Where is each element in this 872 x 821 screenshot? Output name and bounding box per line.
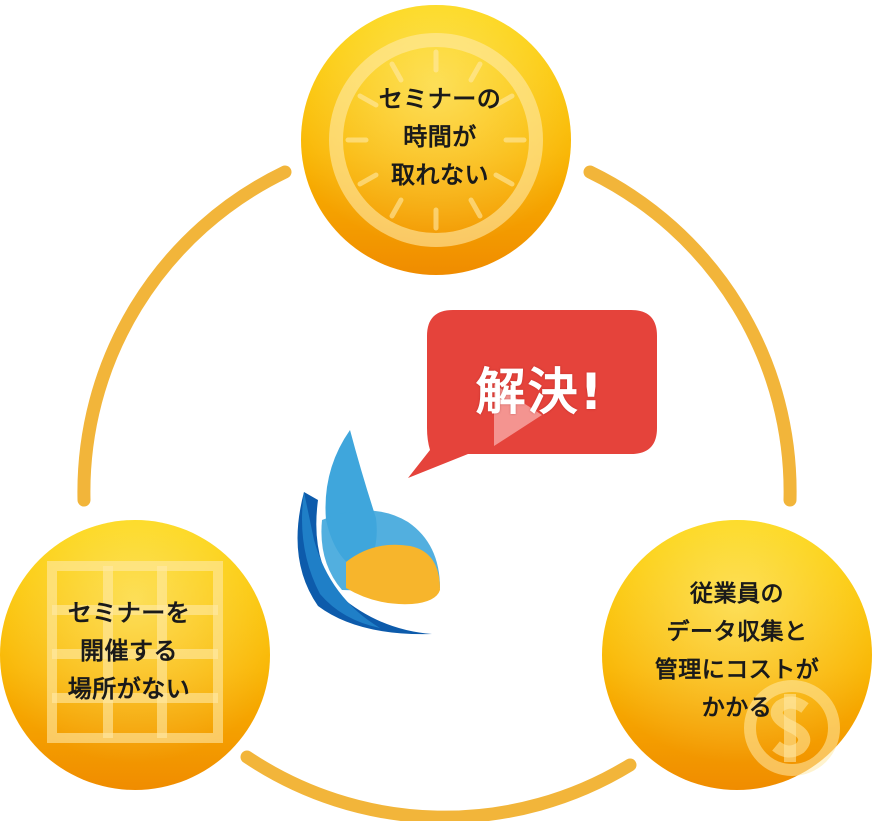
- circle-left-line-1: セミナーを: [67, 599, 191, 627]
- circle-left: [0, 520, 270, 790]
- circle-right-line-2: データ収集と: [666, 619, 808, 645]
- speech-bubble: [408, 310, 657, 478]
- play-icon: [494, 384, 542, 446]
- building-icon: [47, 561, 223, 743]
- circle-left-line-2: 開催する: [80, 637, 178, 665]
- dollar-coin-icon: [744, 680, 840, 776]
- circle-left-line-3: 場所がない: [67, 675, 191, 703]
- circle-left-text: セミナーを 開催する 場所がない: [14, 594, 244, 708]
- ring-arc-bottom: [240, 750, 637, 821]
- circle-right: [602, 520, 872, 790]
- circle-right-line-1: 従業員の: [690, 581, 784, 607]
- cycle-ring: [77, 165, 797, 821]
- circle-top-text: セミナーの 時間が 取れない: [340, 80, 540, 194]
- circle-right-line-4: かかる: [701, 695, 773, 721]
- circle-top-line-2: 時間が: [403, 123, 477, 151]
- company-logo: [297, 430, 440, 635]
- ring-arc-right: [583, 165, 797, 507]
- bubble-label: 解決!: [475, 363, 605, 421]
- circle-right-line-3: 管理にコストが: [654, 657, 820, 683]
- clock-icon: [329, 33, 543, 247]
- circle-top: [301, 5, 571, 275]
- circle-top-line-3: 取れない: [391, 161, 489, 189]
- circle-top-line-1: セミナーの: [378, 85, 502, 113]
- circle-right-text: 従業員の データ収集と 管理にコストが かかる: [622, 575, 852, 727]
- ring-arc-left: [77, 165, 292, 507]
